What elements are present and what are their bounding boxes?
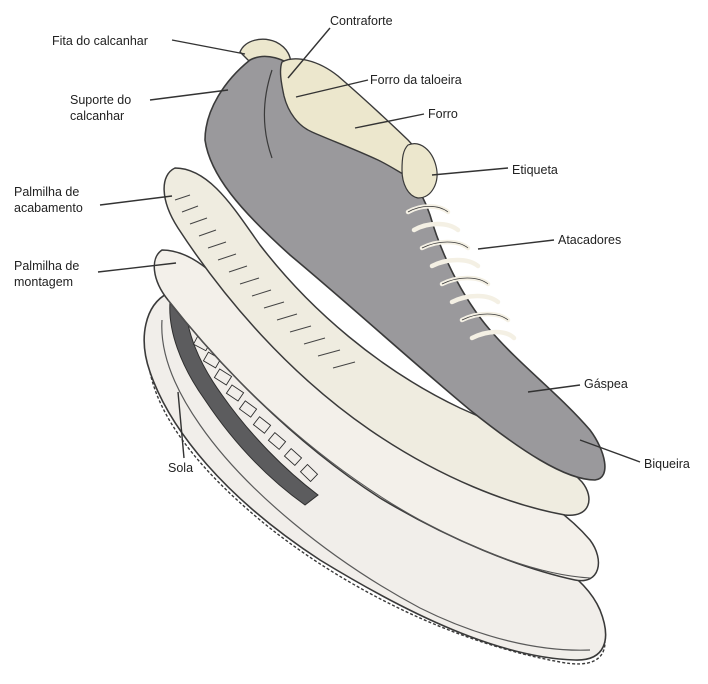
label-palmilha-montagem-line1: Palmilha de bbox=[14, 258, 79, 274]
label-sola: Sola bbox=[168, 460, 193, 476]
label-fita-calcanhar: Fita do calcanhar bbox=[52, 33, 148, 49]
label-forro: Forro bbox=[428, 106, 458, 122]
leader-palmilha-acabamento bbox=[100, 196, 172, 205]
tongue-label bbox=[402, 144, 437, 198]
label-palmilha-acabamento-line2: acabamento bbox=[14, 200, 83, 216]
label-forro-taloeira: Forro da taloeira bbox=[370, 72, 462, 88]
label-atacadores: Atacadores bbox=[558, 232, 621, 248]
label-palmilha-acabamento-line1: Palmilha de bbox=[14, 184, 79, 200]
label-gaspea: Gáspea bbox=[584, 376, 628, 392]
leader-atacadores bbox=[478, 240, 554, 249]
leader-etiqueta bbox=[432, 168, 508, 175]
label-contraforte: Contraforte bbox=[330, 13, 393, 29]
label-etiqueta: Etiqueta bbox=[512, 162, 558, 178]
label-biqueira: Biqueira bbox=[644, 456, 690, 472]
leader-fita-calcanhar bbox=[172, 40, 245, 54]
label-suporte-calcanhar-line2: calcanhar bbox=[70, 108, 124, 124]
label-suporte-calcanhar-line1: Suporte do bbox=[70, 92, 131, 108]
label-palmilha-montagem-line2: montagem bbox=[14, 274, 73, 290]
